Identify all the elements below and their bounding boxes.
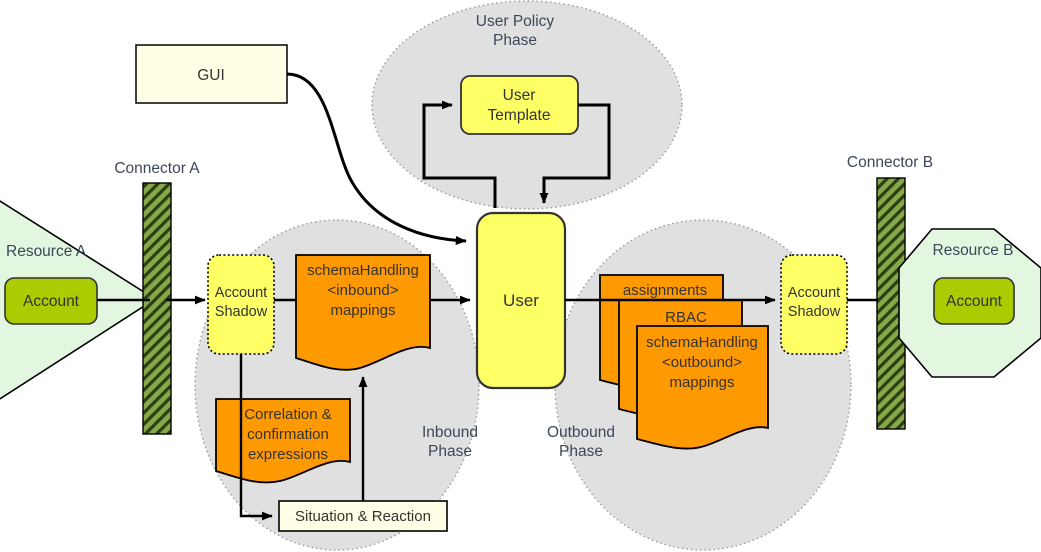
outbound-assignments-label: assignments bbox=[623, 282, 707, 299]
inbound-schema-handling-line2: <inbound> bbox=[328, 282, 399, 299]
correlation-expressions-group[interactable]: Correlation & confirmation expressions bbox=[215, 398, 351, 484]
situation-reaction-label: Situation & Reaction bbox=[295, 508, 431, 525]
inbound-schema-handling-doc[interactable] bbox=[295, 254, 431, 371]
situation-reaction-group[interactable]: Situation & Reaction bbox=[278, 500, 448, 532]
outbound-rbac-label: RBAC bbox=[665, 309, 707, 326]
inbound-account-shadow-line1: Account bbox=[215, 285, 267, 301]
situation-reaction-box[interactable] bbox=[278, 500, 448, 532]
gui-label: GUI bbox=[197, 67, 225, 84]
user-template-label-line2: Template bbox=[488, 107, 551, 124]
user-template-label-line1: User bbox=[503, 87, 536, 104]
resource-b-group: Resource B Account bbox=[898, 228, 1041, 378]
arrow-gui-to-user bbox=[286, 72, 467, 246]
resource-b-label: Resource B bbox=[933, 242, 1014, 259]
user-node-group[interactable]: User bbox=[475, 211, 567, 390]
outbound-account-shadow-group[interactable]: Account Shadow bbox=[780, 254, 848, 355]
correlation-expressions-doc[interactable] bbox=[215, 398, 351, 484]
resource-a-account-label: Account bbox=[23, 293, 80, 310]
correlation-line1: Correlation & bbox=[244, 406, 332, 423]
correlation-line2: confirmation bbox=[247, 426, 329, 443]
outbound-schema-handling-line1: schemaHandling bbox=[646, 334, 758, 351]
inbound-schema-handling-line3: mappings bbox=[330, 302, 395, 319]
user-node-label: User bbox=[503, 291, 539, 310]
connector-a-group: Connector A bbox=[114, 160, 200, 435]
user-policy-phase-label-line2: Phase bbox=[493, 32, 537, 49]
resource-a-label: Resource A bbox=[6, 243, 87, 260]
arrow-account-shadow-to-situation bbox=[239, 354, 273, 521]
gui-group[interactable]: GUI bbox=[135, 44, 288, 104]
inbound-phase-label-line1: Inbound bbox=[422, 424, 478, 441]
outbound-account-shadow-line1: Account bbox=[788, 285, 840, 301]
gui-box[interactable] bbox=[135, 44, 288, 104]
inbound-account-shadow-group[interactable]: Account Shadow bbox=[207, 254, 275, 355]
connector-a-bar bbox=[142, 182, 172, 435]
connector-b-group: Connector B bbox=[847, 154, 933, 430]
inbound-phase-label-line2: Phase bbox=[428, 443, 472, 460]
user-template-box[interactable] bbox=[460, 75, 579, 135]
user-template-loop-arrows bbox=[422, 100, 611, 208]
resource-a-group: Resource A Account bbox=[0, 200, 157, 400]
outbound-schema-handling-doc[interactable] bbox=[636, 325, 769, 450]
outbound-account-shadow-box[interactable] bbox=[780, 254, 848, 355]
resource-b-account-box bbox=[933, 277, 1015, 325]
inbound-schema-handling-line1: schemaHandling bbox=[307, 262, 419, 279]
outbound-account-shadow-line2: Shadow bbox=[788, 304, 841, 320]
outbound-schema-handling-group[interactable]: schemaHandling <outbound> mappings bbox=[636, 325, 769, 450]
inbound-account-shadow-line2: Shadow bbox=[215, 304, 268, 320]
phase-labels: User Policy Phase Inbound Phase Outbound… bbox=[422, 13, 615, 460]
user-policy-phase-label-line1: User Policy bbox=[476, 13, 555, 30]
arrow-template-to-user bbox=[539, 103, 611, 204]
inbound-secondary-arrows bbox=[239, 354, 368, 521]
inbound-schema-handling-group[interactable]: schemaHandling <inbound> mappings bbox=[295, 254, 431, 371]
correlation-line3: expressions bbox=[248, 446, 328, 463]
outbound-phase-label-line1: Outbound bbox=[547, 424, 615, 441]
connector-b-label: Connector B bbox=[847, 154, 933, 171]
resource-b-account-label: Account bbox=[946, 293, 1003, 310]
outbound-phase-label-line2: Phase bbox=[559, 443, 603, 460]
outbound-schema-handling-line3: mappings bbox=[669, 374, 734, 391]
arrow-user-to-template bbox=[422, 100, 497, 208]
connector-a-label: Connector A bbox=[114, 160, 200, 177]
user-template-group[interactable]: User Template bbox=[460, 75, 579, 135]
outbound-schema-handling-line2: <outbound> bbox=[662, 354, 742, 371]
